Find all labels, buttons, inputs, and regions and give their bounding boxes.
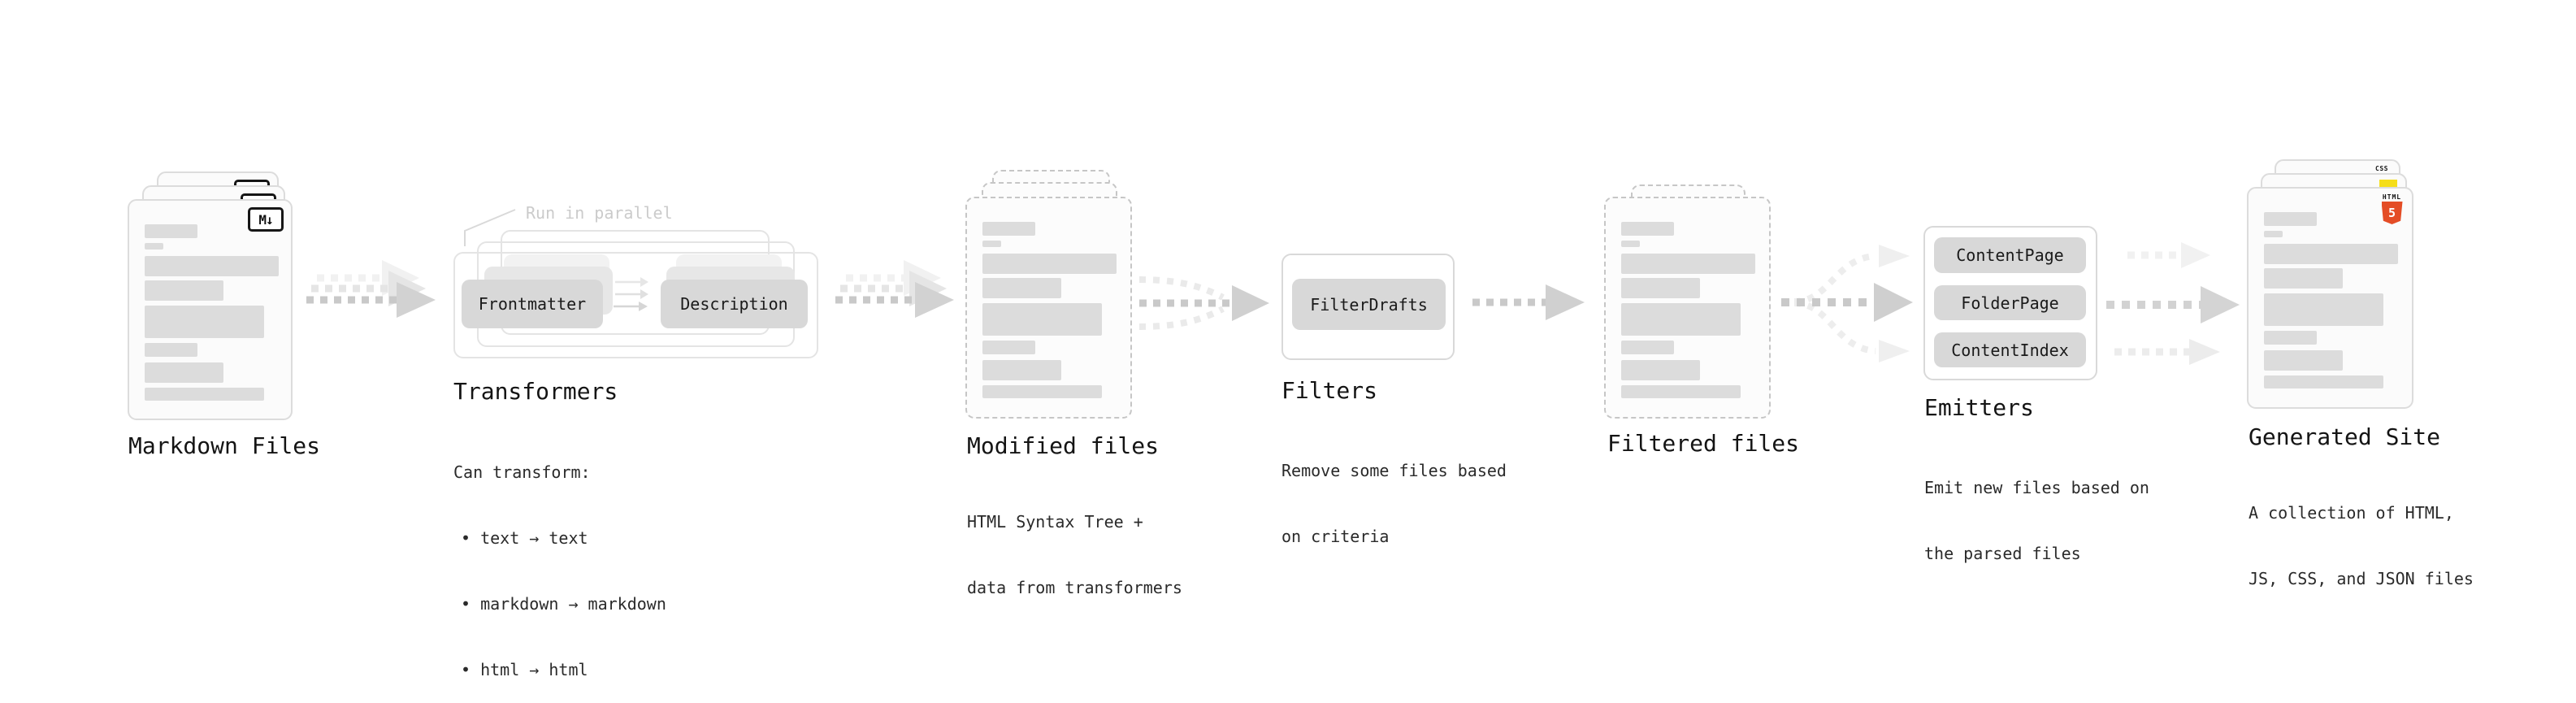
skeleton-text-bar	[2264, 244, 2398, 264]
skeleton-text-bar	[1621, 385, 1741, 398]
arrow-transformers-to-modified	[835, 260, 954, 318]
skeleton-text-bar	[2264, 350, 2343, 371]
emitters-heading: Emitters	[1924, 394, 2034, 421]
desc-line: data from transformers	[967, 578, 1182, 597]
skeleton-text-bar	[145, 243, 163, 250]
emitter-folderpage: FolderPage	[1934, 285, 2086, 320]
skeleton-text-bar	[982, 254, 1117, 274]
transformer-frontmatter: Frontmatter	[462, 280, 603, 328]
generated-site-heading: Generated Site	[2249, 423, 2441, 450]
markdown-file-card-front: M↓	[128, 199, 293, 420]
arrow-modified-to-filters	[1138, 276, 1269, 330]
transformer-description: Description	[661, 280, 808, 328]
can-transform-title: Can transform:	[453, 462, 591, 482]
html5-icon: HTML 5	[2381, 193, 2403, 224]
skeleton-text-bar	[982, 385, 1102, 398]
skeleton-text-bar	[145, 280, 223, 301]
desc-line: Remove some files based	[1281, 461, 1507, 480]
skeleton-text-bar	[1621, 254, 1755, 274]
filters-description: Remove some files based on criteria	[1281, 416, 1507, 570]
skeleton-text-bar	[1621, 303, 1741, 336]
css-icon-text: CSS	[2375, 165, 2388, 172]
desc-line: Emit new files based on	[1924, 478, 2149, 497]
html5-icon-text: HTML	[2382, 193, 2402, 201]
skeleton-text-bar	[982, 278, 1061, 298]
transform-bullet: • text → text	[461, 528, 588, 548]
skeleton-text-bar	[2264, 212, 2317, 226]
skeleton-text-bar	[2264, 268, 2343, 289]
desc-line: on criteria	[1281, 527, 1390, 546]
skeleton-text-bar	[2264, 293, 2383, 326]
skeleton-text-bar	[982, 360, 1061, 380]
emitter-contentindex: ContentIndex	[1934, 332, 2086, 367]
desc-line: JS, CSS, and JSON files	[2249, 569, 2474, 588]
modified-files-heading: Modified files	[967, 432, 1160, 459]
skeleton-text-bar	[2264, 375, 2383, 388]
skeleton-text-bar	[1621, 241, 1640, 247]
transformers-description: Can transform: • text → text • markdown …	[453, 418, 666, 703]
desc-line: the parsed files	[1924, 544, 2081, 563]
skeleton-text-bar	[145, 362, 223, 383]
skeleton-text-bar	[1621, 341, 1674, 354]
transform-bullet: • html → html	[461, 660, 588, 679]
emitter-contentpage: ContentPage	[1934, 237, 2086, 273]
filtered-files-heading: Filtered files	[1607, 430, 1800, 457]
skeleton-text-bar	[145, 306, 264, 338]
transform-bullet: • markdown → markdown	[461, 594, 666, 614]
skeleton-text-bar	[2264, 231, 2283, 237]
arrow-markdown-to-transformers	[306, 260, 436, 318]
skeleton-text-bar	[145, 256, 279, 276]
markdown-icon: M↓	[248, 207, 284, 232]
transformers-heading: Transformers	[453, 378, 618, 405]
arrow-filtered-to-emitters	[1781, 245, 1913, 362]
arrow-filters-to-filtered	[1472, 284, 1585, 320]
skeleton-text-bar	[145, 224, 197, 238]
skeleton-text-bar	[1621, 360, 1700, 380]
arrow-emitters-to-site	[2106, 242, 2240, 365]
generated-site-description: A collection of HTML, JS, CSS, and JSON …	[2249, 458, 2474, 612]
skeleton-text-bar	[1621, 278, 1700, 298]
desc-line: A collection of HTML,	[2249, 503, 2454, 523]
skeleton-text-bar	[145, 388, 264, 401]
desc-line: HTML Syntax Tree +	[967, 512, 1143, 532]
filtered-file-card-front	[1604, 197, 1771, 419]
skeleton-text-bar	[982, 341, 1035, 354]
modified-files-description: HTML Syntax Tree + data from transformer…	[967, 467, 1182, 621]
skeleton-text-bar	[1621, 222, 1674, 236]
html5-icon-number: 5	[2387, 206, 2396, 220]
skeleton-text-bar	[982, 222, 1035, 236]
html5-icon-shield: 5	[2381, 202, 2403, 224]
transformer-layer-front	[453, 252, 818, 358]
skeleton-text-bar	[982, 303, 1102, 336]
filter-filterdrafts: FilterDrafts	[1292, 279, 1446, 330]
skeleton-text-bar	[145, 343, 197, 357]
filters-heading: Filters	[1281, 377, 1378, 404]
modified-file-card-front	[965, 197, 1132, 419]
skeleton-text-bar	[982, 241, 1001, 247]
run-in-parallel-note: Run in parallel	[526, 203, 673, 223]
markdown-files-label: Markdown Files	[128, 432, 321, 459]
site-file-card-html: HTML 5	[2247, 187, 2413, 409]
skeleton-text-bar	[2264, 331, 2317, 345]
emitters-description: Emit new files based on the parsed files	[1924, 433, 2149, 587]
